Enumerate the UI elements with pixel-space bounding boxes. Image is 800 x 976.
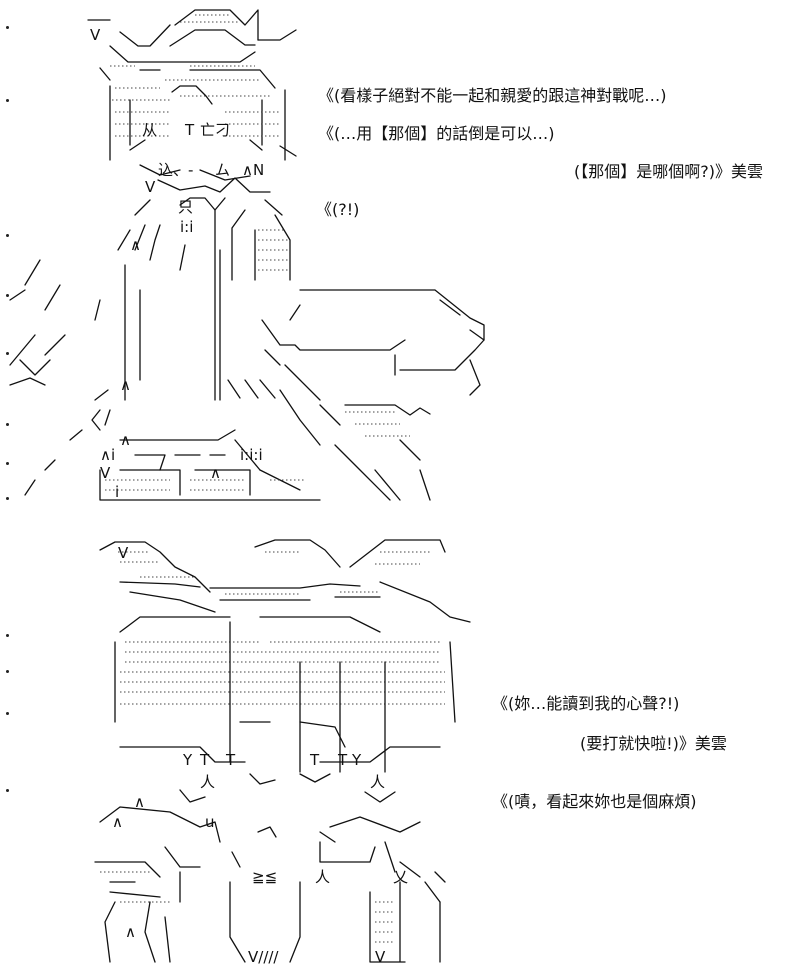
- art-glyph: ≧≦: [252, 868, 277, 886]
- margin-dot: [6, 462, 9, 465]
- art-glyph: 人: [315, 868, 330, 886]
- art-glyph: 込、-: [158, 161, 193, 179]
- margin-dot: [6, 234, 9, 237]
- art-glyph: T: [309, 751, 320, 769]
- art-glyph: ∧: [120, 431, 131, 449]
- art-glyph: V: [145, 178, 156, 196]
- dialogue-line: 《(看樣子絕對不能一起和親愛的跟這神對戰呢…): [318, 86, 667, 105]
- ascii-art-figure-top: V 从 T 亡刁 込、- ム ∧N V 只 i:i ∧ ∧ ∧ ∧i V i i…: [9, 9, 485, 501]
- dialogue-line: 《(妳…能讀到我的心聲?!): [492, 694, 680, 713]
- art-glyph: ∧: [210, 464, 221, 482]
- top-panel: V 从 T 亡刁 込、- ム ∧N V 只 i:i ∧ ∧ ∧ ∧i V i i…: [6, 9, 763, 501]
- art-glyph: Y: [182, 751, 193, 769]
- art-glyph: ∧: [112, 813, 123, 831]
- margin-dot: [6, 634, 9, 637]
- art-glyph: V////: [248, 948, 279, 966]
- art-glyph: i: [115, 483, 119, 501]
- art-glyph: T: [184, 121, 195, 139]
- art-glyph: ∧N: [242, 161, 264, 179]
- margin-dot: [6, 26, 9, 29]
- art-glyph: ∧i: [100, 446, 115, 464]
- dialogue-line: 《(?!): [316, 200, 360, 219]
- art-glyph: i:i:i: [240, 446, 263, 464]
- dialogue-line: 《(嘖，看起來妳也是個麻煩): [492, 792, 697, 811]
- art-glyph: ∧: [130, 236, 141, 254]
- art-glyph: T: [225, 751, 236, 769]
- art-glyph: ∧: [120, 376, 131, 394]
- dialogue-line: (【那個】是哪個啊?)》美雲: [574, 162, 763, 181]
- art-glyph: i:i: [180, 218, 193, 236]
- art-glyph: V: [90, 26, 101, 44]
- art-glyph: T: [337, 751, 348, 769]
- margin-dot: [6, 352, 9, 355]
- art-glyph: 人: [370, 773, 385, 791]
- margin-dot: [6, 294, 9, 297]
- margin-dot: [6, 712, 9, 715]
- art-glyph: V: [100, 464, 111, 482]
- art-glyph: 从: [142, 121, 157, 139]
- bottom-panel: V Y T T T T Y 人 人 ∧ ∧ u ≧≦ 人 乂 V//// ∧ V…: [0, 522, 800, 976]
- margin-dot: [6, 497, 9, 500]
- dialogue-line: 《(…用【那個】的話倒是可以…): [318, 124, 555, 143]
- art-glyph: V: [118, 544, 129, 562]
- art-glyph: V: [375, 948, 386, 966]
- art-glyph: 乂: [393, 868, 408, 886]
- art-glyph: Y: [351, 751, 362, 769]
- margin-dot: [6, 99, 9, 102]
- art-glyph: 人: [200, 773, 215, 791]
- art-glyph: T: [199, 751, 210, 769]
- art-glyph: ∧: [134, 793, 145, 811]
- margin-dot: [6, 670, 9, 673]
- dialogue-line: (要打就快啦!)》美雲: [580, 734, 727, 753]
- art-glyph: 亡刁: [200, 121, 230, 139]
- art-glyph: 只: [178, 198, 193, 216]
- art-glyph: ム: [215, 161, 230, 179]
- ascii-art-figure-bottom: V Y T T T T Y 人 人 ∧ ∧ u ≧≦ 人 乂 V//// ∧ V: [94, 539, 471, 966]
- margin-dot: [6, 789, 9, 792]
- margin-dot: [6, 423, 9, 426]
- art-glyph: u: [205, 813, 215, 831]
- art-glyph: ∧: [125, 923, 136, 941]
